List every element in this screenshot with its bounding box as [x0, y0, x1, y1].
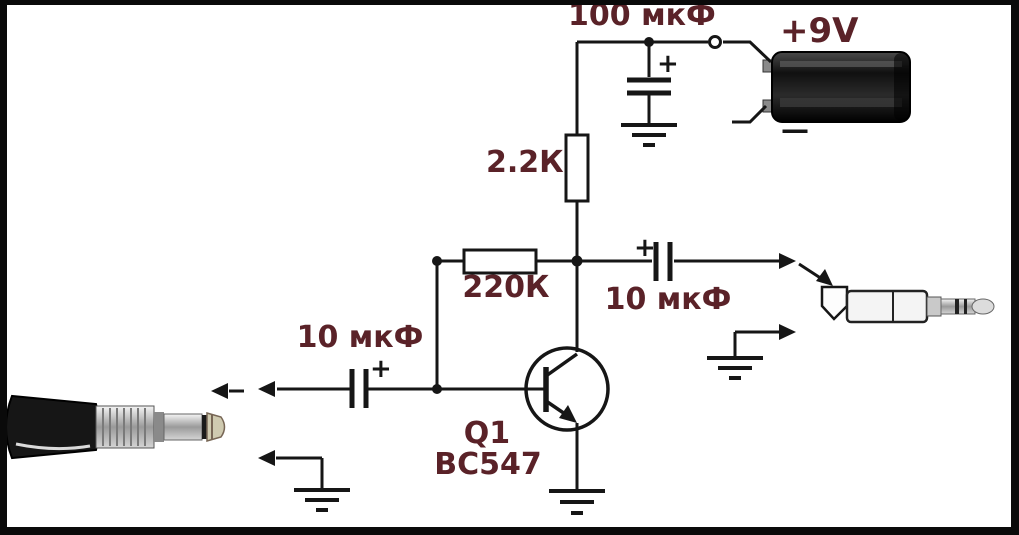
resistor-220k [462, 248, 538, 275]
junction-dot [571, 255, 583, 267]
wire-switch-to-battery [723, 40, 773, 64]
frame-border-right [1011, 0, 1019, 535]
ground-emitter [549, 489, 605, 515]
plug-knurling [102, 408, 146, 446]
battery-end-cap [894, 53, 909, 121]
ground-filtercap [621, 123, 677, 147]
plug-handle-highlight [15, 442, 91, 451]
battery-texture-band [780, 98, 902, 107]
junction-dots [432, 37, 654, 394]
label-transistor-ref: Q1 [463, 416, 511, 451]
ground-symbols [294, 123, 763, 515]
connector-point [708, 35, 722, 49]
polarity-plus-filter-cap: + [657, 49, 679, 79]
label-output-cap: 10 мкФ [604, 282, 732, 317]
battery-9v [762, 51, 911, 123]
arrow-input-ground [258, 450, 275, 466]
arrow-to-plug-tip [816, 269, 833, 286]
frame-border-bottom [0, 527, 1019, 535]
battery-texture-band [780, 61, 902, 67]
plug-insulator-ring [202, 415, 207, 439]
wire-to-output-tip [798, 262, 823, 281]
junction-dot [432, 384, 442, 394]
arrow-output-right [779, 253, 796, 269]
ground-output [707, 356, 763, 380]
wire-battery-minus [732, 104, 768, 124]
plug-collar [154, 412, 164, 442]
arrow-input-left [258, 381, 275, 397]
plug-tip [971, 298, 995, 315]
capacitor-plates [349, 77, 673, 408]
junction-dot [432, 256, 442, 266]
plug-clip [820, 285, 849, 321]
junction-dot [644, 37, 654, 47]
frame-border-top [0, 0, 1019, 5]
arrow-input-tip [211, 383, 228, 399]
frame-border-left [0, 0, 7, 535]
wires [229, 40, 823, 489]
transistor-collector-diag [544, 352, 579, 378]
polarity-plus-output-cap: + [634, 233, 656, 263]
output-jack-plug [820, 285, 995, 324]
plug-insulator-ring [964, 299, 967, 314]
plug-body [845, 289, 929, 324]
plug-tip [206, 412, 226, 442]
polarity-plus-input-cap: + [370, 354, 392, 384]
label-collector-resistor: 2.2К [486, 145, 564, 180]
label-bias-resistor: 220К [462, 270, 550, 305]
arrow-emitter [559, 405, 577, 423]
label-input-cap: 10 мкФ [296, 320, 424, 355]
input-jack-plug [5, 394, 226, 460]
label-supply: +9V [780, 11, 859, 51]
arrows [211, 253, 833, 466]
plug-shaft [163, 413, 203, 441]
resistor-2k2 [564, 133, 590, 203]
battery-minus-sign: — [781, 113, 809, 146]
label-filter-cap: 100 мкФ [568, 0, 716, 33]
arrow-output-ground [779, 324, 796, 340]
label-transistor-part: BC547 [434, 447, 542, 482]
ground-input [294, 488, 350, 512]
plug-insulator-ring [955, 299, 959, 314]
plug-neck [926, 296, 942, 317]
